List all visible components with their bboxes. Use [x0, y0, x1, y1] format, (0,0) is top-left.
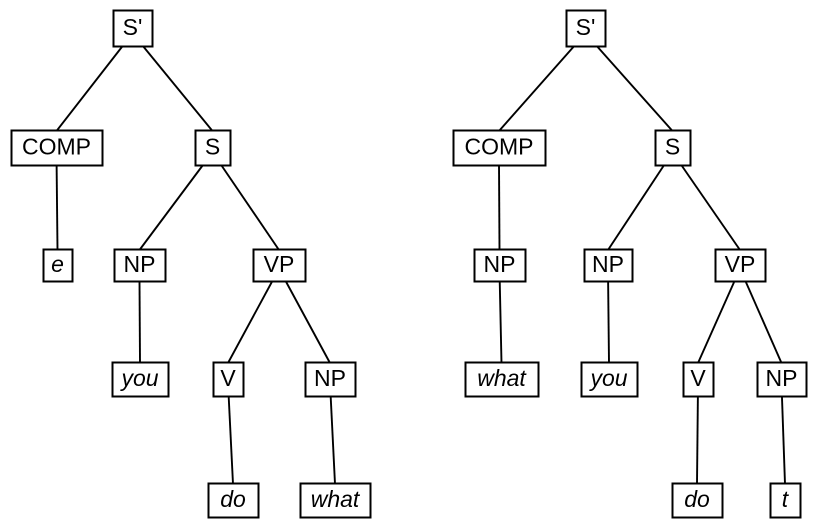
tree-edge-R-NP2-to-R-t — [780, 394, 786, 485]
node-box-R-S — [654, 129, 692, 167]
node-label-L-S: S — [205, 134, 220, 160]
node-label-R-NP2: NP — [766, 365, 798, 391]
node-label-R-VP: VP — [725, 251, 756, 277]
node-box-L-do — [207, 482, 260, 519]
node-label-R-t: t — [782, 486, 790, 512]
right-tree-nodes: S' COMP S NP NP VP what you V NP do t — [452, 9, 808, 519]
node-box-L-COMP — [10, 129, 104, 167]
tree-node-L-you[interactable]: you — [111, 361, 170, 398]
node-label-R-you: you — [588, 365, 627, 391]
node-label-L-NP2: NP — [314, 365, 346, 391]
tree-node-L-COMP[interactable]: COMP — [10, 129, 104, 167]
tree-node-L-V[interactable]: V — [212, 361, 245, 398]
tree-node-L-Sbar[interactable]: S' — [112, 9, 154, 48]
tree-node-R-NP1[interactable]: NP — [583, 248, 634, 283]
tree-edge-R-S-to-R-NP1 — [607, 163, 666, 251]
node-label-R-S: S — [665, 134, 680, 160]
tree-node-L-S[interactable]: S — [194, 129, 232, 167]
tree-node-R-do[interactable]: do — [671, 482, 724, 519]
tree-edge-L-VP-to-L-NP2 — [284, 279, 331, 364]
node-label-L-e: e — [51, 251, 64, 277]
tree-node-L-e[interactable]: e — [42, 248, 74, 283]
node-label-R-what: what — [477, 365, 527, 391]
node-label-L-do: do — [220, 486, 246, 512]
tree-node-R-NP2[interactable]: NP — [756, 361, 808, 398]
tree-edge-L-V-to-L-do — [227, 394, 234, 485]
right-tree-edges — [498, 44, 786, 485]
tree-edge-R-VP-to-R-V — [697, 279, 736, 364]
node-box-R-COMP — [452, 129, 547, 167]
node-box-R-Sbar — [565, 9, 607, 48]
node-box-R-you — [580, 361, 639, 398]
node-box-L-V — [212, 361, 245, 398]
left-tree-edges — [55, 44, 336, 485]
node-box-R-NP0 — [473, 248, 527, 283]
node-label-L-V: V — [220, 365, 236, 391]
node-label-L-COMP: COMP — [22, 134, 91, 160]
tree-edge-R-S-to-R-VP — [679, 163, 741, 251]
tree-edge-R-Sbar-to-R-S — [595, 44, 674, 132]
node-label-L-NP1: NP — [124, 251, 156, 277]
tree-edge-L-NP2-to-L-what — [329, 394, 336, 485]
node-box-L-NP1 — [113, 248, 167, 283]
node-box-L-what — [299, 482, 372, 519]
tree-edge-R-NP1-to-R-you — [607, 279, 610, 364]
edges-layer — [55, 44, 786, 485]
tree-node-R-V[interactable]: V — [682, 361, 715, 398]
tree-edge-L-Sbar-to-L-COMP — [55, 44, 125, 132]
node-label-L-what: what — [311, 486, 361, 512]
tree-edge-R-NP0-to-R-what — [498, 279, 503, 364]
node-label-L-you: you — [119, 365, 158, 391]
tree-edge-R-Sbar-to-R-COMP — [498, 44, 576, 132]
node-label-R-NP0: NP — [484, 251, 516, 277]
tree-edge-L-COMP-to-L-e — [55, 163, 59, 251]
node-label-R-do: do — [684, 486, 710, 512]
node-label-R-NP1: NP — [592, 251, 624, 277]
node-box-R-t — [769, 482, 802, 519]
tree-node-R-what[interactable]: what — [464, 361, 540, 398]
tree-edge-L-NP1-to-L-you — [138, 279, 141, 364]
tree-node-L-NP2[interactable]: NP — [304, 361, 357, 398]
tree-edge-L-VP-to-L-V — [227, 279, 274, 364]
node-box-L-Sbar — [112, 9, 154, 48]
tree-node-R-S[interactable]: S — [654, 129, 692, 167]
node-label-R-Sbar: S' — [576, 14, 596, 40]
tree-node-R-COMP[interactable]: COMP — [452, 129, 547, 167]
node-box-R-do — [671, 482, 724, 519]
node-label-L-Sbar: S' — [123, 14, 143, 40]
node-box-R-NP2 — [756, 361, 808, 398]
node-box-L-S — [194, 129, 232, 167]
node-label-R-COMP: COMP — [465, 134, 534, 160]
tree-node-R-VP[interactable]: VP — [714, 248, 767, 283]
tree-edge-L-S-to-L-NP1 — [138, 163, 205, 251]
tree-node-L-do[interactable]: do — [207, 482, 260, 519]
node-box-L-VP — [252, 248, 307, 283]
node-box-R-VP — [714, 248, 767, 283]
tree-edge-L-Sbar-to-L-S — [141, 44, 214, 132]
node-box-R-NP1 — [583, 248, 634, 283]
tree-node-L-VP[interactable]: VP — [252, 248, 307, 283]
tree-edge-L-S-to-L-VP — [219, 163, 280, 251]
node-label-R-V: V — [690, 365, 706, 391]
node-box-R-what — [464, 361, 540, 398]
node-box-R-V — [682, 361, 715, 398]
tree-edge-R-VP-to-R-NP2 — [744, 279, 783, 364]
tree-edge-R-COMP-to-R-NP0 — [498, 163, 501, 251]
tree-node-L-NP1[interactable]: NP — [113, 248, 167, 283]
node-box-L-you — [111, 361, 170, 398]
tree-node-R-t[interactable]: t — [769, 482, 802, 519]
node-box-L-e — [42, 248, 74, 283]
tree-edge-R-V-to-R-do — [696, 394, 699, 485]
tree-node-R-Sbar[interactable]: S' — [565, 9, 607, 48]
tree-node-L-what[interactable]: what — [299, 482, 372, 519]
node-box-L-NP2 — [304, 361, 357, 398]
node-label-L-VP: VP — [264, 251, 295, 277]
tree-node-R-you[interactable]: you — [580, 361, 639, 398]
tree-node-R-NP0[interactable]: NP — [473, 248, 527, 283]
